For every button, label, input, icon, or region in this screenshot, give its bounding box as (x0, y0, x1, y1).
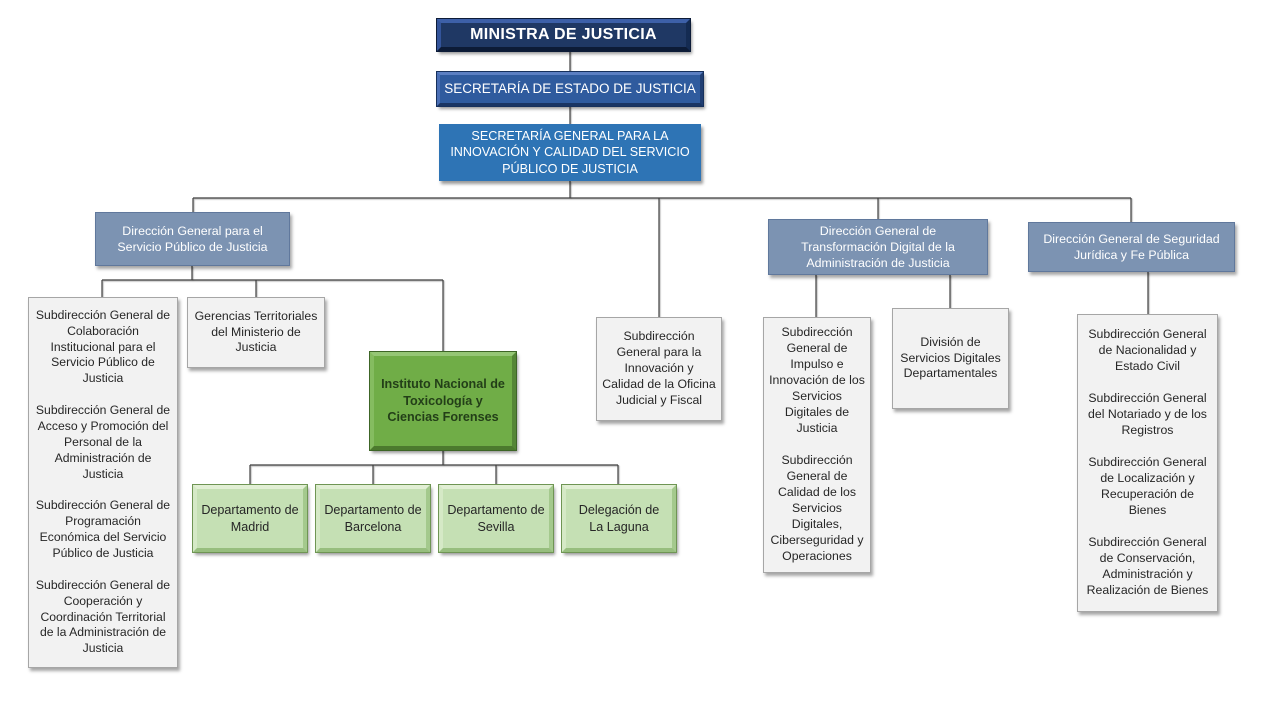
node-label: Dirección General de Transformación Digi… (801, 223, 955, 271)
node-label: SECRETARÍA GENERAL PARA LA INNOVACIÓN Y … (450, 128, 690, 176)
node-label: SECRETARÍA DE ESTADO DE JUSTICIA (444, 81, 696, 97)
subdireccion-item: Subdirección General de Calidad de los S… (770, 453, 864, 563)
node-departamento-barcelona: Departamento de Barcelona (316, 485, 430, 552)
node-label: MINISTRA DE JUSTICIA (470, 25, 657, 43)
subdireccion-item: Subdirección General de Conservación, Ad… (1086, 534, 1209, 597)
subdireccion-item: Subdirección General del Notariado y de … (1088, 391, 1207, 438)
subdireccion-item: Subdirección General de Colaboración Ins… (35, 307, 171, 386)
node-label: Subdirección General para la Innovación … (602, 329, 716, 407)
subdireccion-item: Subdirección General de Acceso y Promoci… (35, 403, 171, 481)
node-label: Instituto Nacional de Toxicología y Cien… (381, 377, 505, 425)
node-label: Dirección General para el Servicio Públi… (117, 223, 268, 254)
node-label: Departamento de Madrid (201, 503, 299, 534)
node-instituto-toxicologia: Instituto Nacional de Toxicología y Cien… (370, 352, 516, 450)
node-label: Dirección General de Seguridad Jurídica … (1043, 231, 1220, 262)
node-label: Departamento de Sevilla (447, 503, 545, 534)
node-label: Gerencias Territoriales del Ministerio d… (194, 308, 318, 355)
node-subdirecciones-seguridad: Subdirección General de Nacionalidad y E… (1077, 314, 1218, 612)
subdireccion-item: Subdirección General de Nacionalidad y E… (1088, 327, 1207, 374)
node-gerencias-territoriales: Gerencias Territoriales del Ministerio d… (187, 297, 325, 368)
subdireccion-item: Subdirección General de Cooperación y Co… (35, 577, 171, 656)
subdireccion-item: Subdirección General de Localización y R… (1088, 455, 1207, 517)
node-dg-seguridad-juridica: Dirección General de Seguridad Jurídica … (1028, 222, 1235, 272)
node-label: Delegación de La Laguna (578, 503, 660, 534)
node-label: Departamento de Barcelona (324, 503, 422, 534)
node-label: División de Servicios Digitales Departam… (900, 334, 1001, 381)
node-sub-oficina-judicial: Subdirección General para la Innovación … (596, 317, 722, 421)
node-departamento-madrid: Departamento de Madrid (193, 485, 307, 552)
node-secretaria-estado: SECRETARÍA DE ESTADO DE JUSTICIA (437, 72, 703, 106)
node-division-servicios-digitales: División de Servicios Digitales Departam… (892, 308, 1009, 409)
node-dg-servicio-publico: Dirección General para el Servicio Públi… (95, 212, 290, 266)
node-subdirecciones-transformacion: Subdirección General de Impulso e Innova… (763, 317, 871, 573)
node-delegacion-laguna: Delegación de La Laguna (562, 485, 676, 552)
subdireccion-item: Subdirección General de Impulso e Innova… (769, 325, 865, 436)
node-dg-transformacion-digital: Dirección General de Transformación Digi… (768, 219, 988, 275)
node-subdirecciones-servicio-publico: Subdirección General de Colaboración Ins… (28, 297, 178, 668)
node-secretaria-general: SECRETARÍA GENERAL PARA LA INNOVACIÓN Y … (439, 124, 701, 181)
node-departamento-sevilla: Departamento de Sevilla (439, 485, 553, 552)
node-ministra-de-justicia: MINISTRA DE JUSTICIA (437, 19, 690, 51)
subdireccion-item: Subdirección General de Programación Eco… (35, 498, 171, 560)
